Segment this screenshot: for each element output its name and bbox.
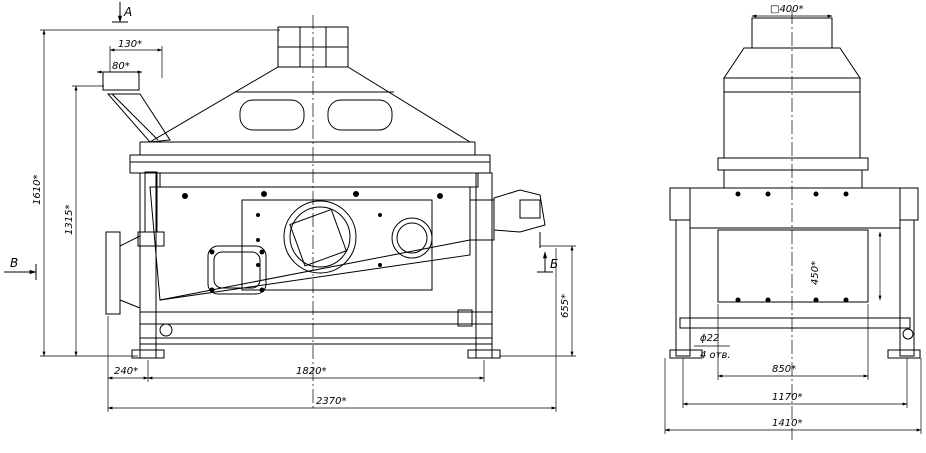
upper-rail bbox=[129, 154, 491, 174]
side-ground-symbol bbox=[902, 328, 914, 340]
side-body bbox=[689, 187, 901, 229]
section-mark-a: A bbox=[123, 5, 132, 19]
left-leg bbox=[139, 172, 157, 359]
side-bolts bbox=[735, 191, 849, 303]
side-view bbox=[664, 10, 922, 440]
dim-inner-height: 450* bbox=[810, 261, 821, 285]
lower-rail bbox=[139, 311, 493, 325]
machine-body bbox=[149, 186, 471, 301]
dim-total-height: 1610* bbox=[32, 175, 43, 205]
dim-outlet-square: □400* bbox=[770, 4, 804, 15]
side-rail bbox=[717, 157, 869, 171]
main-port bbox=[283, 200, 357, 274]
dim-total-length: 2370* bbox=[316, 396, 346, 407]
section-arrow-b bbox=[4, 264, 37, 280]
inlet-hopper bbox=[106, 93, 171, 143]
side-dimensions bbox=[664, 14, 922, 434]
front-view bbox=[4, 2, 576, 412]
hood-window-left bbox=[239, 99, 305, 131]
inspection-panel bbox=[241, 199, 433, 291]
side-hatch bbox=[207, 245, 267, 295]
side-inner-frame bbox=[717, 229, 869, 303]
dim-leg-offset: 240* bbox=[114, 366, 138, 377]
hood-window-right bbox=[327, 99, 393, 131]
top-hood bbox=[148, 66, 472, 143]
right-leg bbox=[475, 172, 493, 359]
side-right-leg bbox=[899, 219, 915, 357]
left-outlet bbox=[105, 231, 121, 315]
drive-motor bbox=[469, 199, 495, 241]
dim-hole-diameter: ϕ22 bbox=[700, 333, 719, 344]
dim-side-leg-span: 1170* bbox=[772, 392, 802, 403]
dim-inner-width: 850* bbox=[772, 364, 796, 375]
front-dimensions bbox=[40, 29, 576, 412]
section-arrow-a bbox=[112, 2, 128, 23]
dim-outlet-width: 130* bbox=[118, 39, 142, 50]
side-left-leg bbox=[675, 219, 691, 357]
side-arm-left bbox=[669, 187, 690, 221]
dim-hole-count: 4 отв. bbox=[700, 350, 731, 361]
secondary-port bbox=[391, 217, 433, 259]
side-arm-right bbox=[900, 187, 919, 221]
bolts bbox=[182, 191, 443, 293]
dim-inlet-height: 1315* bbox=[64, 205, 75, 235]
dim-side-height: 655* bbox=[560, 294, 571, 318]
dim-total-width: 1410* bbox=[772, 418, 802, 429]
dim-inlet-width: 80* bbox=[112, 61, 130, 72]
ground-symbol-left bbox=[159, 323, 173, 337]
section-mark-be: Б bbox=[550, 257, 558, 271]
section-mark-b: B bbox=[10, 256, 18, 270]
section-arrow-be bbox=[537, 251, 553, 273]
dim-leg-span: 1820* bbox=[296, 366, 326, 377]
